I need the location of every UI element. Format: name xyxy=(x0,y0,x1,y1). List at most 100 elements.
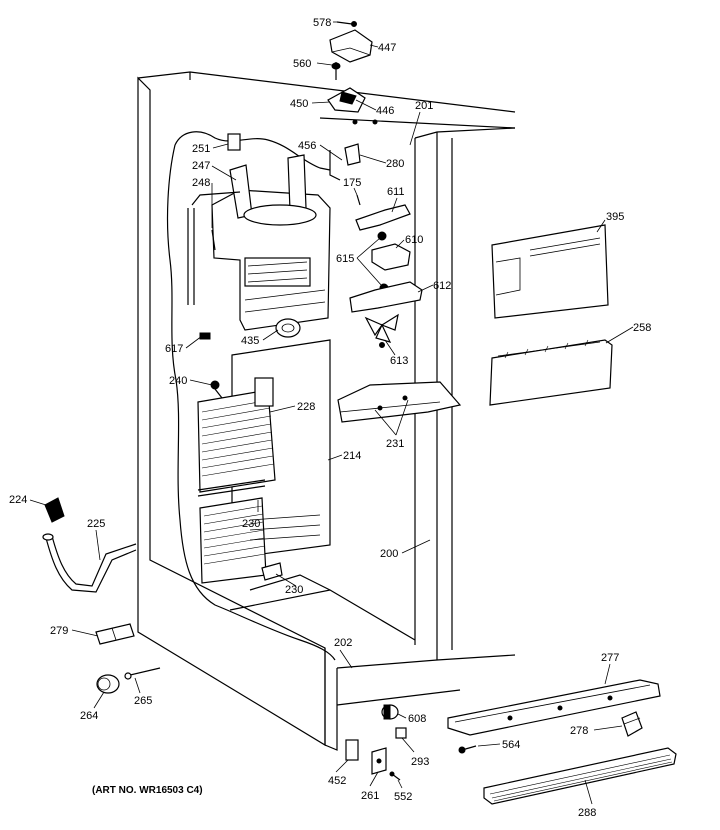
callout-225: 225 xyxy=(87,518,105,530)
callout-395: 395 xyxy=(606,211,624,223)
fan-blade-613-a xyxy=(380,313,399,331)
coil-bracket xyxy=(254,377,274,407)
cabinet-bottom-rail xyxy=(336,654,516,669)
callout-214: 214 xyxy=(343,450,361,462)
bolt-265-head xyxy=(124,672,132,680)
callout-435: 435 xyxy=(241,335,259,347)
housing-ribs xyxy=(244,289,326,313)
leader-608 xyxy=(397,713,407,719)
leader-617 xyxy=(185,335,203,349)
callout-456: 456 xyxy=(298,140,316,152)
callout-564: 564 xyxy=(502,739,520,751)
leader-613 xyxy=(384,339,396,356)
leader-552 xyxy=(397,779,403,789)
evaporator-section xyxy=(197,339,331,584)
part-251 xyxy=(227,133,241,151)
leader-201 xyxy=(409,111,421,146)
callout-612: 612 xyxy=(433,280,451,292)
leader-280 xyxy=(359,154,387,164)
leader-261 xyxy=(369,771,379,787)
cover-447 xyxy=(329,29,373,63)
callout-288: 288 xyxy=(578,807,596,819)
callout-446: 446 xyxy=(376,105,394,117)
callout-611: 611 xyxy=(387,186,405,198)
rail-231-fold xyxy=(339,401,441,413)
leader-214 xyxy=(327,454,343,461)
tube-248-tip xyxy=(211,229,216,251)
callout-230-upper: 230 xyxy=(242,518,260,530)
cover-447-edge xyxy=(331,47,371,56)
leveling-foot-264-face xyxy=(97,677,111,691)
cover-vent-slots xyxy=(249,514,321,541)
inner-top-step xyxy=(329,150,341,181)
callout-277: 277 xyxy=(601,652,619,664)
callout-279: 279 xyxy=(50,625,68,637)
callout-261: 261 xyxy=(361,790,379,802)
callout-578: 578 xyxy=(313,17,331,29)
leader-lines xyxy=(29,21,634,805)
divider-top xyxy=(414,127,516,139)
fitting-224 xyxy=(44,497,65,523)
leader-452 xyxy=(335,759,349,773)
right-panels xyxy=(489,224,613,406)
toe-grille-288 xyxy=(483,747,677,805)
panel-395-cutout xyxy=(495,257,521,296)
evaporator-coil-228 xyxy=(197,389,276,493)
leader-564 xyxy=(477,743,501,747)
bracket-446 xyxy=(339,91,357,105)
callout-labels: 578 447 560 450 446 201 456 280 251 247 … xyxy=(9,17,651,819)
callout-447: 447 xyxy=(378,42,396,54)
part-293 xyxy=(395,727,407,739)
panel-258-ribs xyxy=(504,339,589,359)
evaporator-fan-assembly xyxy=(187,133,331,340)
screw-617 xyxy=(199,332,211,340)
bracket-612 xyxy=(349,281,423,313)
callout-265: 265 xyxy=(134,695,152,707)
leader-279 xyxy=(71,629,99,637)
callout-202: 202 xyxy=(334,637,352,649)
fan-motor-435 xyxy=(275,318,301,338)
cabinet-shell xyxy=(137,71,516,751)
leader-277 xyxy=(604,663,611,685)
bottom-parts xyxy=(345,679,677,805)
leader-240 xyxy=(189,379,213,386)
callout-280: 280 xyxy=(386,158,404,170)
bracket-261-hole xyxy=(376,758,382,764)
leader-224 xyxy=(29,499,47,506)
leveling-foot-264 xyxy=(96,674,120,694)
fan-blade-613-nut xyxy=(379,342,385,348)
block-278-edge xyxy=(623,717,641,725)
thermostat-240-lead xyxy=(214,388,223,399)
panel-258-edge xyxy=(497,341,601,357)
callout-608: 608 xyxy=(408,713,426,725)
leader-251 xyxy=(212,143,229,149)
control-610 xyxy=(371,243,411,271)
duct-247-right xyxy=(287,154,307,211)
leader-231 xyxy=(374,399,409,436)
leader-278 xyxy=(593,725,623,731)
callout-231: 231 xyxy=(386,438,404,450)
leader-446 xyxy=(355,99,377,111)
rail-277-edge xyxy=(454,684,651,723)
coil-fins-upper xyxy=(201,399,275,477)
leader-456 xyxy=(319,144,343,161)
toe-grille-slots xyxy=(489,754,673,802)
leader-610 xyxy=(395,239,405,249)
cabinet-floor-inner xyxy=(249,574,331,591)
thermostat-240 xyxy=(210,380,220,390)
clip-230 xyxy=(261,562,283,581)
callout-240: 240 xyxy=(169,375,187,387)
leader-612 xyxy=(417,284,434,293)
leader-560 xyxy=(316,62,333,66)
callout-264: 264 xyxy=(80,710,98,722)
part-452 xyxy=(345,739,359,761)
fan-shroud-ring xyxy=(243,204,317,226)
tube-248-top xyxy=(191,191,241,206)
leader-288 xyxy=(584,779,593,805)
screw-175 xyxy=(356,194,361,206)
top-parts xyxy=(327,21,378,206)
leader-395 xyxy=(596,219,606,233)
fan-motor-hub xyxy=(281,323,295,333)
mount-hole-1 xyxy=(352,119,358,125)
damper-assembly xyxy=(337,204,462,423)
